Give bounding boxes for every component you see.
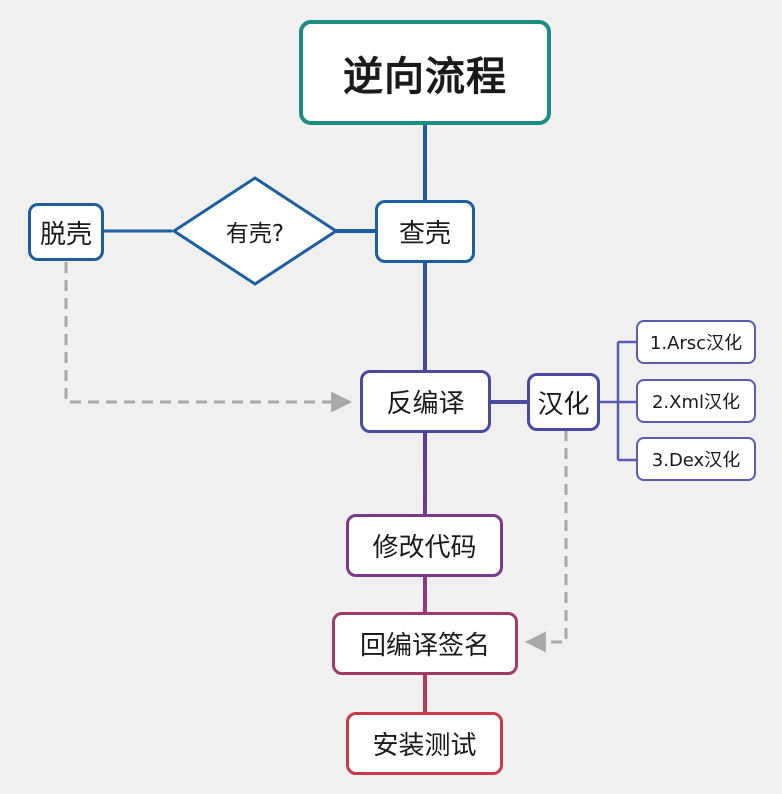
recompile-sign-node: 回编译签名 (332, 612, 518, 675)
title-node: 逆向流程 (299, 20, 551, 125)
has-shell-diamond (171, 176, 339, 286)
localize-arsc-node: 1.Arsc汉化 (636, 320, 756, 364)
unpack-node: 脱壳 (28, 203, 104, 261)
modify-code-node: 修改代码 (346, 514, 503, 577)
decompile-node: 反编译 (360, 370, 491, 433)
check-shell-node: 查壳 (375, 200, 475, 263)
has-shell-label: 有壳? (225, 221, 285, 247)
localize-node: 汉化 (527, 373, 600, 431)
unpack-to-decompile-dashed-arrow (64, 262, 353, 413)
localize-to-recompile-dashed-arrow (524, 430, 568, 653)
install-test-node: 安装测试 (346, 712, 503, 775)
localize-xml-node: 2.Xml汉化 (636, 379, 756, 423)
localize-dex-node: 3.Dex汉化 (636, 437, 756, 481)
